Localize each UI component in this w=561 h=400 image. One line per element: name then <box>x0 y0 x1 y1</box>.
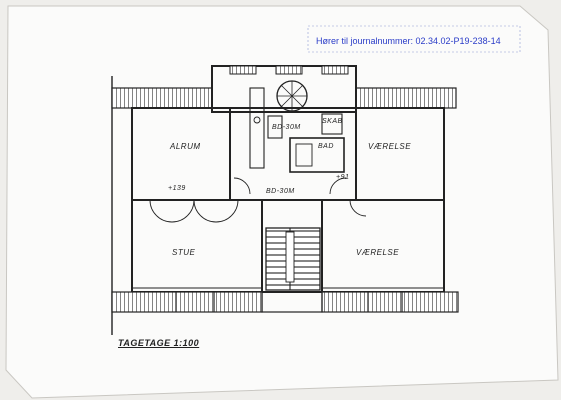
core-window-1 <box>229 65 257 75</box>
room-label-vaerelse-lower: VÆRELSE <box>356 248 400 257</box>
journal-reference-stamp: Hører til journalnummer: 02.34.02-P19-23… <box>316 36 501 46</box>
height-label-left: +139 <box>168 185 186 192</box>
small-shaft <box>267 115 283 139</box>
room-label-alrum: ALRUM <box>170 142 201 151</box>
roof-wall-lower-left <box>111 291 263 313</box>
roof-wall-lower-right <box>321 291 459 313</box>
room-label-stue: STUE <box>172 248 196 257</box>
paper-sheet <box>5 5 559 399</box>
room-label-vaerelse-upper: VÆRELSE <box>368 142 412 151</box>
room-label-bad: BAD <box>318 143 334 150</box>
room-label-skab: SKAB <box>322 118 343 125</box>
stamp-frame <box>307 25 521 53</box>
roof-wall-upper-left <box>111 87 213 109</box>
bathroom <box>289 137 345 173</box>
core-window-2 <box>275 65 303 75</box>
door-swing-7 <box>349 199 367 217</box>
door-swing-4 <box>215 199 239 223</box>
core-window-3 <box>321 65 349 75</box>
height-label-upper: BD-30M <box>272 124 301 131</box>
bath-fixture <box>295 143 313 167</box>
door-swing-1 <box>149 199 173 223</box>
kitchen-counter <box>249 87 265 169</box>
height-label-right: +91 <box>336 174 350 181</box>
door-swing-3 <box>193 199 217 223</box>
door-swing-2 <box>171 199 195 223</box>
door-swing-6 <box>329 177 347 195</box>
cupboard <box>321 113 343 135</box>
roof-wall-upper-right <box>355 87 457 109</box>
plan-caption: TAGETAGE 1:100 <box>118 338 200 348</box>
door-swing-5 <box>233 177 251 195</box>
height-label-corridor: BD-30M <box>266 188 295 195</box>
